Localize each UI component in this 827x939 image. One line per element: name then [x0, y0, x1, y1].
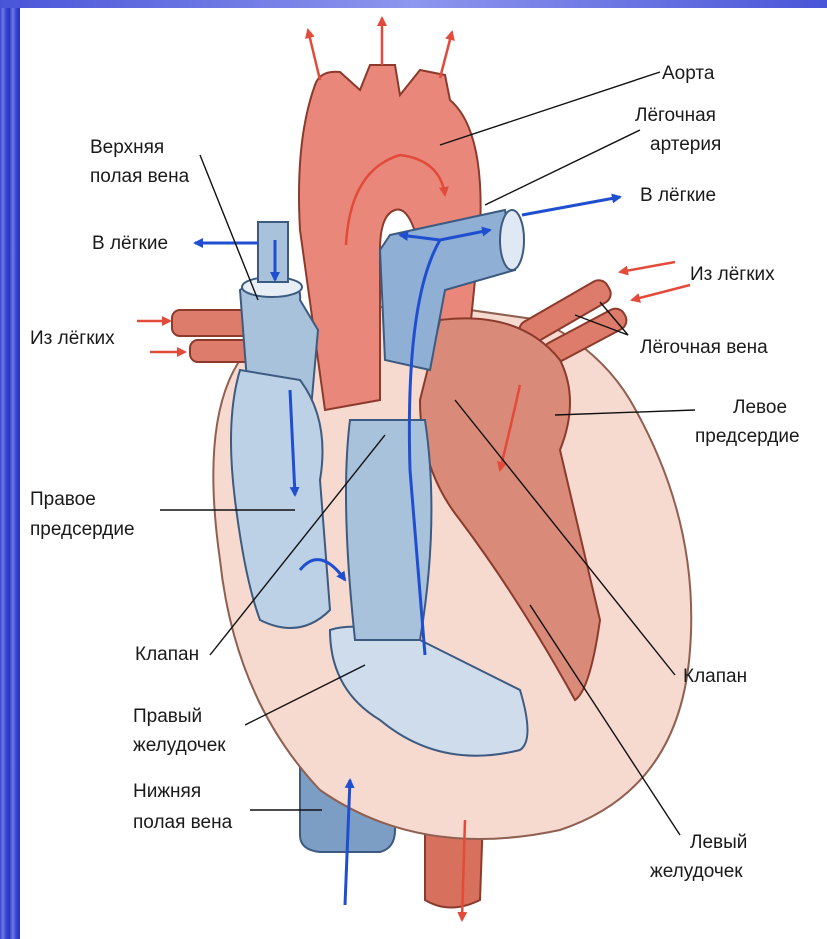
label-aorta: Аорта — [662, 63, 715, 84]
label-to-lungs-right: В лёгкие — [640, 185, 716, 206]
label-left-ventricle-line1: Левый — [690, 832, 747, 853]
label-from-lungs-right: Из лёгких — [690, 264, 775, 285]
label-pulmonary-artery-line2: артерия — [650, 134, 721, 155]
label-inferior-vena-cava-line2: полая вена — [133, 812, 233, 833]
label-left-ventricle-line2: желудочек — [650, 861, 743, 882]
label-left-atrium-line2: предсердие — [695, 426, 800, 447]
label-right-atrium-line2: предсердие — [30, 519, 135, 540]
label-to-lungs-left: В лёгкие — [92, 233, 168, 254]
label-right-atrium-line1: Правое — [30, 489, 96, 510]
diagram-panel: Аорта Лёгочная артерия Верхняя полая вен… — [20, 8, 827, 939]
label-pulmonary-vein: Лёгочная вена — [640, 337, 768, 358]
label-superior-vena-cava-line2: полая вена — [90, 166, 190, 187]
interventricular-septum — [346, 420, 431, 640]
label-right-ventricle-line1: Правый — [133, 706, 202, 727]
background-top-band — [0, 0, 827, 8]
heart-diagram: Аорта Лёгочная артерия Верхняя полая вен… — [20, 8, 827, 939]
label-left-atrium-line1: Левое — [733, 397, 787, 418]
label-superior-vena-cava-line1: Верхняя — [90, 137, 164, 158]
background-stripes — [0, 0, 20, 939]
label-pulmonary-artery-line1: Лёгочная — [635, 105, 716, 126]
label-valve-left: Клапан — [135, 644, 199, 665]
label-valve-right: Клапан — [683, 666, 747, 687]
label-from-lungs-left: Из лёгких — [30, 328, 115, 349]
label-inferior-vena-cava-line1: Нижняя — [133, 781, 201, 802]
label-right-ventricle-line2: желудочек — [133, 735, 226, 756]
